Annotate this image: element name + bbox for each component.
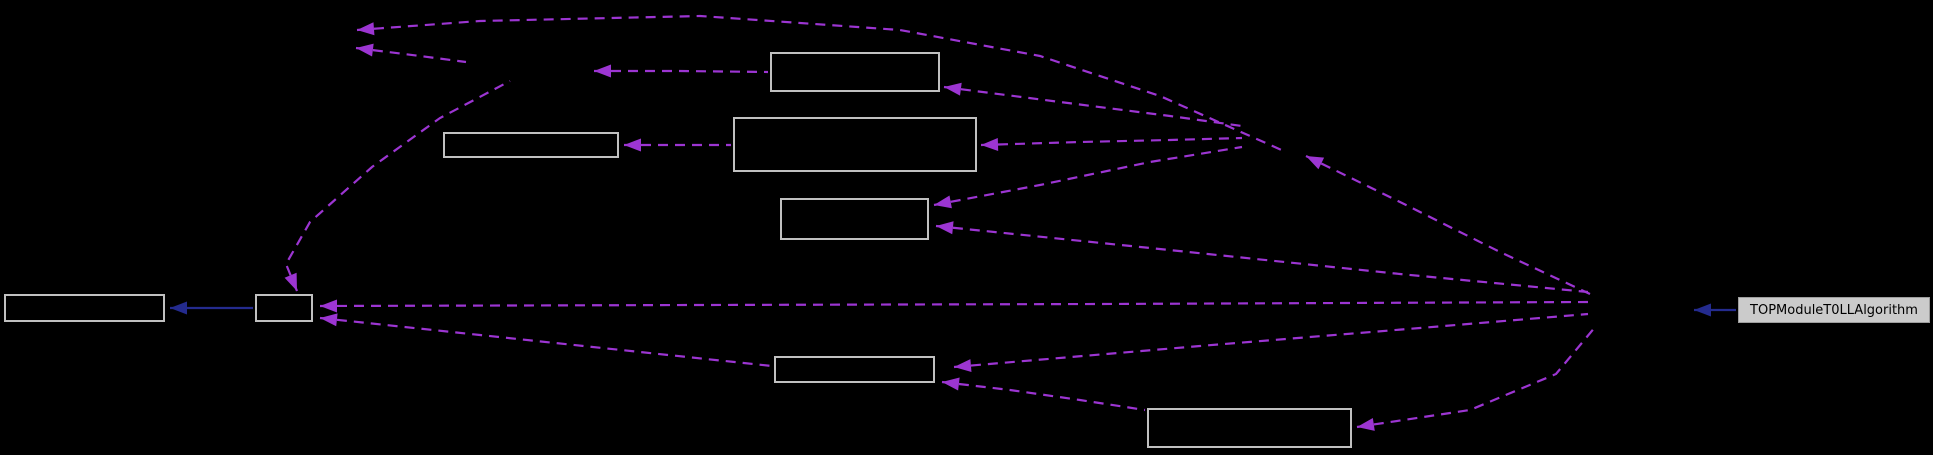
edge-usage-edge-6-arrowhead bbox=[936, 221, 954, 235]
edge-usage-edge-13-arrowhead bbox=[624, 138, 641, 152]
edge-usage-edge-8 bbox=[953, 312, 1589, 369]
edge-usage-edge-8-arrowhead bbox=[954, 359, 972, 373]
edge-usage-edge-10 bbox=[594, 69, 769, 74]
edge-usage-edge-7 bbox=[319, 300, 1589, 308]
edge-usage-edge-5 bbox=[1305, 155, 1591, 295]
node-label-current-class: TOPModuleT0LLAlgorithm bbox=[1750, 302, 1918, 318]
edge-usage-edge-2 bbox=[980, 136, 1243, 147]
edge-usage-edge-12 bbox=[284, 80, 511, 292]
node-class-box-bottom[interactable] bbox=[1147, 408, 1352, 448]
edge-usage-edge-14-arrowhead bbox=[320, 313, 338, 327]
edge-usage-edge-5-arrowhead bbox=[1306, 156, 1325, 170]
edge-usage-edge-2-arrowhead bbox=[981, 137, 999, 151]
edge-usage-edge-14 bbox=[319, 316, 773, 368]
edge-usage-edge-3-arrowhead bbox=[934, 195, 952, 209]
edge-usage-edge-3 bbox=[933, 145, 1243, 207]
edge-usage-edge-4 bbox=[356, 14, 1287, 154]
edge-usage-edge-15 bbox=[941, 380, 1146, 412]
node-class-box-middle[interactable] bbox=[780, 198, 929, 240]
edge-usage-edge-12-arrowhead bbox=[284, 272, 297, 291]
node-class-box-small[interactable] bbox=[255, 294, 313, 322]
edge-usage-edge-7-arrowhead bbox=[320, 299, 338, 313]
edge-usage-edge-6 bbox=[935, 224, 1589, 294]
node-current-class: TOPModuleT0LLAlgorithm bbox=[1738, 297, 1930, 323]
node-class-box-top[interactable] bbox=[770, 52, 940, 92]
edge-usage-edge-1 bbox=[943, 85, 1243, 128]
edge-usage-edge-9 bbox=[1356, 325, 1597, 429]
node-class-box-lower[interactable] bbox=[774, 356, 935, 383]
edge-usage-edge-11 bbox=[355, 46, 467, 64]
edge-usage-edge-1-arrowhead bbox=[944, 82, 962, 96]
edge-inheritance-edge-2-arrowhead bbox=[1694, 303, 1711, 317]
node-class-box-midleft[interactable] bbox=[443, 132, 619, 158]
edge-usage-edge-11-arrowhead bbox=[356, 43, 374, 57]
edge-usage-edge-15-arrowhead bbox=[942, 377, 960, 391]
node-class-box-left[interactable] bbox=[4, 294, 165, 322]
edge-usage-edge-4-arrowhead bbox=[357, 22, 375, 36]
edge-usage-edge-10-arrowhead bbox=[594, 64, 611, 78]
edge-inheritance-edge-1-arrowhead bbox=[170, 301, 187, 315]
node-class-box-large[interactable] bbox=[733, 117, 977, 172]
edge-usage-edge-9-arrowhead bbox=[1357, 418, 1375, 431]
